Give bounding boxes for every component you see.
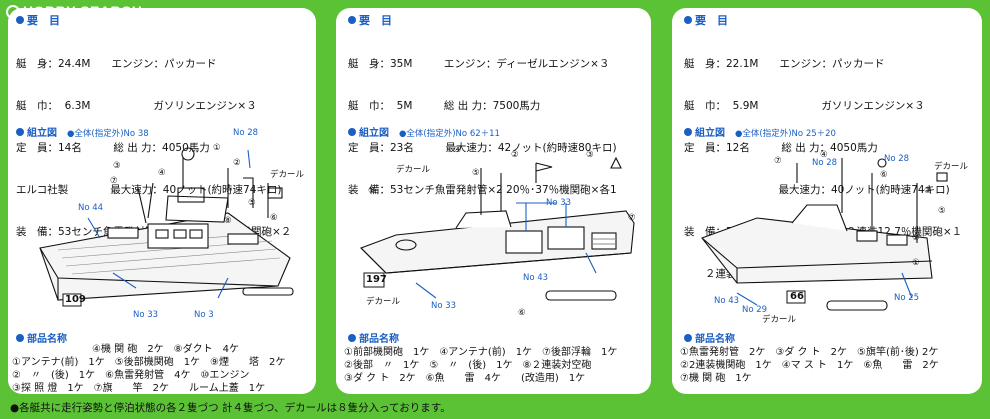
label-part-3: ③ — [113, 161, 121, 171]
label-part-3: ③ — [586, 150, 594, 160]
bullet-icon — [348, 16, 356, 24]
bullet-icon — [684, 334, 692, 342]
spec-list: 艇 身：35M エンジン：ディーゼルエンジン×３ 艇 巾： 5M 総 出 力：7… — [348, 58, 617, 196]
label-no28-left: No 28 — [812, 158, 838, 168]
label-hull-number: 109 — [65, 294, 86, 305]
label-part-2: ② — [233, 158, 241, 168]
label-part-5: ⑤ — [248, 198, 256, 208]
label-hull-number: 66 — [790, 291, 804, 302]
bullet-icon — [348, 128, 356, 136]
spec-heading: 要 目 — [16, 12, 60, 28]
label-part-6: ⑥ — [880, 170, 888, 180]
label-no28-right: No 28 — [884, 154, 910, 164]
bullet-icon — [348, 334, 356, 342]
assembly-diagram — [701, 158, 948, 311]
label-no28: No 28 — [233, 128, 259, 138]
label-part-4: ④ — [820, 150, 828, 160]
label-no33-bottom: No 33 — [431, 301, 457, 311]
label-no3: No 3 — [194, 310, 214, 320]
label-part-4: ④ — [454, 145, 462, 155]
label-hull-number: 197 — [366, 274, 387, 285]
label-part-3: ③ — [924, 186, 932, 196]
label-part-8: ⑧ — [224, 216, 232, 226]
label-part-7: ⑦ — [110, 176, 118, 186]
parts-heading: 部品名称 — [684, 330, 735, 345]
label-no33: No 33 — [133, 310, 159, 320]
label-part-1: ① — [368, 186, 376, 196]
label-no25: No 25 — [894, 293, 920, 303]
parts-list: ①魚雷発射管 2ケ ③ダ ク ト 2ケ ⑤旗竿(前･後) 2ケ ②2連装機関砲 … — [680, 347, 939, 384]
label-decal-bottom: デカール — [762, 315, 797, 325]
label-part-7: ⑦ — [628, 213, 636, 223]
label-part-5: ⑤ — [938, 206, 946, 216]
label-part-2: ② — [912, 233, 920, 243]
label-decal: デカール — [270, 170, 305, 180]
spec-heading: 要 目 — [684, 12, 728, 28]
panel-elco-boat: 要 目 艇 身：24.4M エンジン：パッカード 艇 巾： 6.3M ガソリンエ… — [8, 8, 316, 394]
parts-heading: 部品名称 — [348, 330, 399, 345]
spec-heading: 要 目 — [348, 12, 392, 28]
label-no43: No 43 — [523, 273, 549, 283]
label-part-6: ⑥ — [518, 308, 526, 318]
assembly-diagram — [360, 156, 635, 301]
parts-list: ④機 関 砲 2ケ ⑧ダクト 4ケ ①アンテナ(前) 1ケ ⑤後部機関砲 1ケ … — [12, 344, 286, 394]
bullet-icon — [684, 16, 692, 24]
panel-higgins-boat: 要 目 艇 身：22.1M エンジン：パッカード 艇 巾： 5.9M ガソリンエ… — [672, 8, 982, 394]
label-part-7: ⑦ — [774, 156, 782, 166]
label-no33-top: No 33 — [546, 198, 572, 208]
assembly-heading: 組立図 ●全体(指定外)No 62＋11 — [348, 124, 500, 139]
assembly-heading: 組立図 ●全体(指定外)No 38 — [16, 124, 149, 139]
label-part-4: ④ — [158, 168, 166, 178]
label-part-6: ⑥ — [270, 213, 278, 223]
bullet-icon — [16, 334, 24, 342]
label-decal-top: デカール — [396, 165, 431, 175]
label-no44: No 44 — [78, 203, 104, 213]
label-part-5: ⑤ — [472, 168, 480, 178]
footer-note: ●各艇共に走行姿勢と停泊状態の各２隻づつ 計４隻づつ、デカールは８隻分入っており… — [10, 402, 451, 414]
label-decal-top: デカール — [934, 162, 969, 172]
assembly-diagram — [39, 147, 294, 307]
bullet-icon — [684, 128, 692, 136]
label-no43: No 43 — [714, 296, 740, 306]
label-part-1: ① — [213, 143, 221, 153]
bullet-icon — [16, 16, 24, 24]
bullet-icon — [16, 128, 24, 136]
panel-vosper-boat: 要 目 艇 身：35M エンジン：ディーゼルエンジン×３ 艇 巾： 5M 総 出… — [336, 8, 651, 394]
parts-heading: 部品名称 — [16, 330, 67, 345]
assembly-heading: 組立図 ●全体(指定外)No 25＋20 — [684, 124, 836, 139]
label-part-1: ① — [912, 258, 920, 268]
label-decal-bottom: デカール — [366, 297, 401, 307]
spec-list: 艇 身：22.1M エンジン：パッカード 艇 巾： 5.9M ガソリンエンジン×… — [684, 58, 963, 280]
parts-list: ①前部機関砲 1ケ ④アンテナ(前) 1ケ ⑦後部浮輪 1ケ ②後部 〃 1ケ … — [344, 347, 618, 384]
label-no29: No 29 — [742, 305, 768, 315]
label-part-2: ② — [511, 150, 519, 160]
